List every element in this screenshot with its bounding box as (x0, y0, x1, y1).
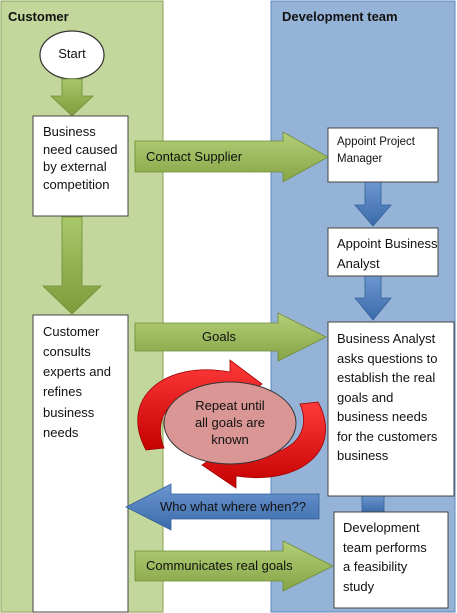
appoint-ba-box (327, 227, 439, 277)
feasibility-line-2: team performs (343, 539, 427, 555)
ba-to-questions-arrow (354, 275, 392, 321)
customer-consults-line-3: experts and (43, 364, 111, 380)
feasibility-line-4: study (343, 578, 375, 594)
feasibility-line-3: a feasibility (343, 559, 408, 574)
questions-to-feasibility-arrow (361, 495, 385, 513)
feasibility-text: Development team performs a feasibility … (343, 518, 427, 596)
ba-questions-line-5: business needs (337, 409, 428, 424)
ba-questions-line-1: Business Analyst (337, 331, 436, 346)
development-lane-title: Development team (282, 9, 398, 24)
ba-questions-line-6: for the customers (337, 428, 438, 444)
feasibility-line-1: Development (343, 520, 420, 535)
need-to-consult-arrow (42, 216, 102, 315)
repeat-line-2: all goals are (194, 414, 266, 430)
repeat-text: Repeat until all goals are known (170, 398, 290, 449)
ba-questions-line-2: asks questions to (337, 350, 438, 366)
pm-to-ba-arrow (354, 181, 392, 227)
customer-consults-box (32, 314, 129, 613)
who-what-label: Who what where when?? (160, 499, 306, 514)
cycle-arrow-bottom (201, 401, 326, 489)
goals-label: Goals (202, 329, 236, 344)
customer-lane-title: Customer (8, 9, 69, 24)
repeat-line-1: Repeat until (195, 398, 265, 413)
business-need-box (32, 115, 129, 217)
customer-consults-line-1: Customer (43, 324, 100, 339)
ba-questions-line-4: goals and (337, 389, 394, 405)
communicates-label: Communicates real goals (146, 558, 293, 573)
appoint-ba-line-2: Analyst (337, 255, 380, 271)
ba-questions-line-7: business (337, 448, 389, 463)
start-label: Start (58, 46, 86, 61)
repeat-line-3: known (211, 431, 249, 447)
appoint-pm-text: Appoint Project Manager (337, 134, 415, 169)
repeat-ellipse (163, 381, 297, 465)
business-need-text: Business need caused by external competi… (43, 123, 117, 193)
ba-questions-box (327, 321, 455, 497)
contact-supplier-label: Contact Supplier (146, 149, 243, 164)
appoint-ba-line-1: Appoint Business (337, 236, 438, 251)
customer-consults-text: Customer consults experts and refines bu… (43, 322, 111, 443)
business-need-line-4: competition (43, 176, 110, 192)
appoint-ba-text: Appoint Business Analyst (337, 234, 437, 273)
business-need-line-3: by external (43, 159, 107, 175)
customer-consults-line-5: business (43, 404, 95, 420)
ba-questions-line-3: establish the real (337, 370, 436, 385)
business-need-line-2: need caused (43, 141, 118, 157)
customer-consults-line-6: needs (43, 424, 79, 440)
contact-supplier-arrow (134, 131, 329, 183)
communicates-arrow (134, 540, 334, 592)
ba-questions-text: Business Analyst asks questions to estab… (337, 329, 437, 466)
start-to-need-arrow (50, 78, 94, 117)
appoint-pm-line-2: Manager (337, 153, 383, 166)
appoint-pm-box (327, 127, 439, 183)
goals-arrow (134, 312, 327, 362)
customer-consults-line-4: refines (43, 384, 83, 400)
feasibility-box (333, 511, 449, 609)
business-need-line-1: Business (43, 124, 96, 139)
customer-consults-line-2: consults (43, 344, 91, 360)
who-what-arrow (125, 483, 320, 531)
appoint-pm-line-1: Appoint Project (337, 136, 415, 148)
